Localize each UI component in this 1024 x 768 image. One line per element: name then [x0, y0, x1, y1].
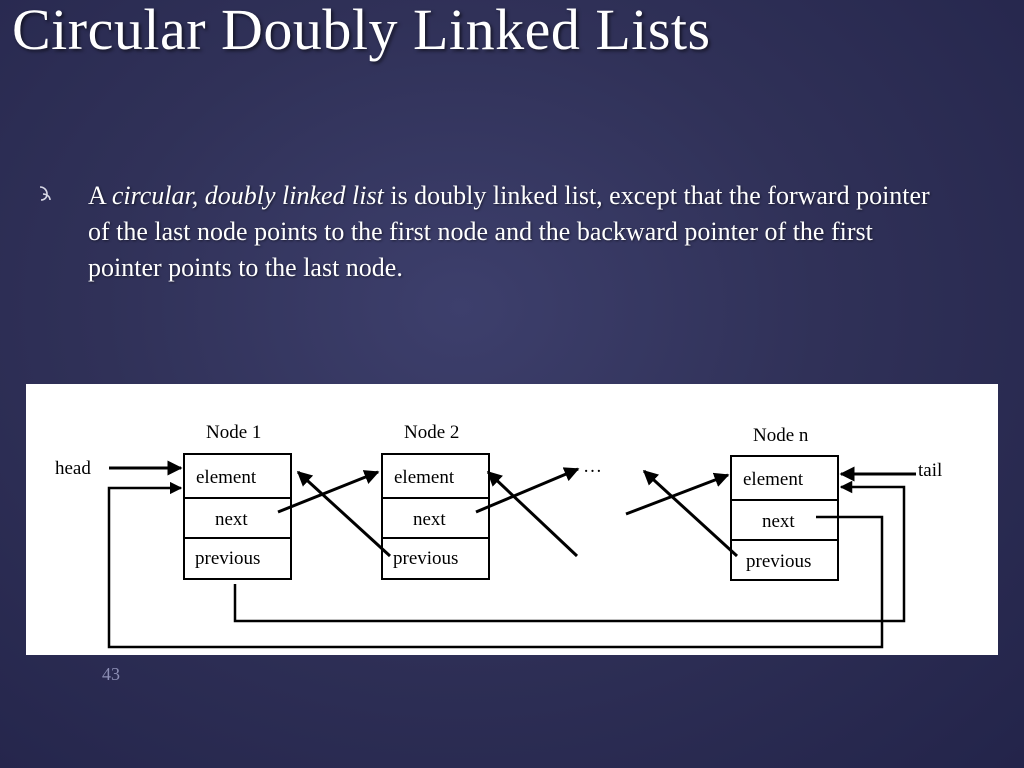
slide-title: Circular Doubly Linked Lists — [12, 0, 711, 62]
node-2-element: element — [394, 467, 455, 488]
node-1-next: next — [215, 509, 248, 530]
node-1-title: Node 1 — [206, 422, 261, 443]
prev-arrow-n-to-more — [642, 469, 739, 558]
bullet-rest: is doubly linked list, except that the f… — [88, 181, 930, 282]
page-number: 43 — [102, 664, 120, 684]
next-arrow-2-to-more — [475, 467, 580, 514]
diagram-canvas: Node 1 element next previous Node 2 elem… — [55, 422, 942, 649]
node-1-box — [183, 453, 292, 580]
node-2-next: next — [413, 509, 446, 530]
head-label: head — [55, 458, 91, 479]
bullet-icon — [39, 186, 51, 201]
wrap-arrow-first-prev-to-last — [233, 480, 906, 623]
node-n-next: next — [762, 511, 795, 532]
prev-arrow-more-to-2 — [486, 470, 579, 558]
next-arrow-more-to-n — [625, 472, 730, 516]
node-2-title: Node 2 — [404, 422, 459, 443]
node-2-box — [381, 453, 490, 580]
wrap-arrow-last-next-to-first — [107, 481, 884, 649]
node-2-previous: previous — [393, 548, 458, 569]
tail-label: tail — [918, 460, 942, 481]
bullet-text: A circular, doubly linked list is doubly… — [88, 178, 938, 286]
node-1-previous: previous — [195, 548, 260, 569]
bullet-prefix: A — [88, 181, 112, 210]
node-n-element: element — [743, 469, 804, 490]
linked-list-diagram: Node 1 element next previous Node 2 elem… — [26, 384, 998, 655]
prev-arrow-2-to-1 — [296, 470, 392, 558]
bullet-emphasis: circular, doubly linked list — [111, 181, 384, 210]
node-n-title: Node n — [753, 425, 809, 446]
ellipsis-label: … — [583, 456, 602, 477]
node-1-element: element — [196, 467, 257, 488]
node-n-previous: previous — [746, 551, 811, 572]
next-arrow-1-to-2 — [277, 470, 380, 514]
